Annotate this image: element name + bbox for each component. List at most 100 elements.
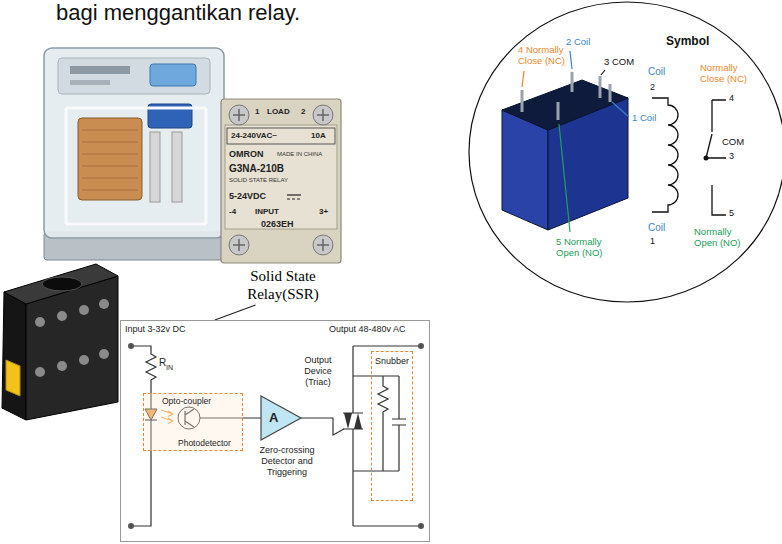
pin-number: 2: [650, 82, 655, 93]
contact-label: Normally Open (NO): [694, 226, 749, 249]
device-caption: Solid State Relay(SSR): [223, 267, 343, 303]
serial-code: 0263EH: [261, 219, 294, 230]
pin-number: 4: [729, 93, 734, 104]
relay-coil: [78, 118, 142, 200]
input-rating: 5-24VDC: [229, 191, 266, 202]
pin-callout: 1 Coil: [632, 112, 656, 123]
triac-symbol: [344, 413, 352, 429]
terminal-label: -4: [229, 207, 236, 217]
rating-frame: [227, 128, 335, 144]
symbol-heading: Symbol: [666, 34, 709, 48]
coil-label: Coil: [648, 222, 665, 234]
nc-contact: [712, 100, 726, 132]
socket-screw: [57, 361, 67, 371]
output-wire: [353, 346, 421, 526]
zoom-circle: [469, 2, 782, 302]
block-label: Photodetector: [178, 438, 231, 448]
pin-callout: 4 Normally Close (NC): [518, 44, 568, 67]
terminal-screw: [229, 105, 249, 125]
relay-logo-bar: [70, 66, 130, 74]
contact-label: Normally Close (NC): [700, 62, 750, 85]
socket-screw: [57, 311, 67, 321]
ssr-body: [221, 99, 341, 263]
terminal-number: 1: [255, 107, 259, 117]
opto-coupler-box: Opto-couplerPhotodetector: [143, 393, 243, 451]
contact-spring: [150, 132, 160, 202]
terminal-label: INPUT: [255, 207, 279, 217]
relay-socket: [2, 264, 118, 420]
relay-pin: [609, 84, 612, 102]
relay-pinout-circle-graphic: [466, 0, 782, 304]
dc-symbol: [287, 194, 301, 195]
amplifier-block-graphic: [261, 396, 301, 440]
leader-line: [522, 71, 524, 87]
heading-fragment: bagi menggantikan relay.: [56, 0, 300, 26]
coil-label: Coil: [648, 66, 665, 78]
amplifier-letter: A: [269, 410, 278, 426]
relay-left-face: [502, 110, 548, 230]
component-name: R: [159, 357, 166, 369]
terminal-screw: [313, 105, 333, 125]
socket-screw: [35, 367, 45, 377]
gate-wire: [301, 418, 344, 435]
pin-callout: 2 Coil: [566, 36, 590, 47]
relay-indicator: [150, 64, 196, 86]
block-label: Snubber: [373, 356, 411, 367]
socket-screw: [99, 349, 109, 359]
relay-print-bar: [70, 80, 110, 85]
socket-side: [2, 292, 26, 420]
snubber-box: Snubber: [371, 351, 413, 501]
block-label: Opto-coupler: [162, 396, 211, 406]
dc-symbol: [287, 198, 301, 199]
socket-screw: [79, 355, 89, 365]
leader-line: [559, 124, 570, 232]
ssr-schematic-box: Input 3-32v DCOutput 48-480v ACRINZero-c…: [120, 320, 430, 542]
leader-line: [570, 51, 572, 69]
leader-line: [612, 102, 629, 117]
block-label: Output Device (Triac): [295, 355, 341, 387]
terminal-dot: [128, 343, 134, 349]
model-number: G3NA-210B: [229, 163, 284, 175]
contact-spring: [172, 132, 182, 202]
pin-number: 5: [729, 208, 734, 219]
leader-line: [215, 305, 256, 320]
relay-top-plate: [58, 58, 210, 94]
relay-pin: [521, 90, 524, 112]
screw-slot: [317, 109, 329, 121]
leader-line: [601, 70, 605, 75]
triac-symbol: [354, 413, 362, 429]
amplifier-block: A: [261, 396, 301, 440]
device-type-text: SOLID STATE RELAY: [229, 177, 288, 184]
terminal-number: 2: [301, 107, 305, 117]
relay-pin: [557, 102, 560, 120]
rating-text: 24-240VAC~: [231, 131, 277, 141]
triac-bars: [343, 413, 363, 429]
switch-pivot: [704, 156, 709, 161]
terminal-label: 3+: [319, 207, 328, 217]
relay-pin: [599, 76, 602, 98]
relay-photo: [44, 48, 224, 260]
pin-callout: 5 Normally Open (NO): [556, 236, 620, 259]
relay-top-face: [502, 80, 628, 130]
relay-pin: [571, 72, 574, 92]
signal-name: Input 3-32v DC: [125, 324, 186, 335]
ssr-device: 1LOAD224-240VAC~10AOMRONMADE IN CHINAG3N…: [215, 95, 350, 305]
capacitor-plates: [392, 419, 406, 425]
socket-hole: [42, 277, 82, 291]
origin-text: MADE IN CHINA: [277, 151, 322, 158]
screw-slot: [317, 239, 329, 251]
terminal-dot: [418, 523, 424, 529]
terminal-screw: [229, 235, 249, 255]
contact-label: COM: [722, 136, 744, 147]
pin-number: 1: [650, 236, 655, 247]
screw-slot: [233, 109, 245, 121]
rating-text: 10A: [311, 131, 326, 141]
coil-windings: [82, 130, 138, 190]
pin-number: 3: [729, 151, 734, 162]
socket-screw: [35, 317, 45, 327]
amplifier-triangle: [261, 396, 301, 440]
socket-screw: [99, 299, 109, 309]
relay-housing: [44, 48, 224, 238]
